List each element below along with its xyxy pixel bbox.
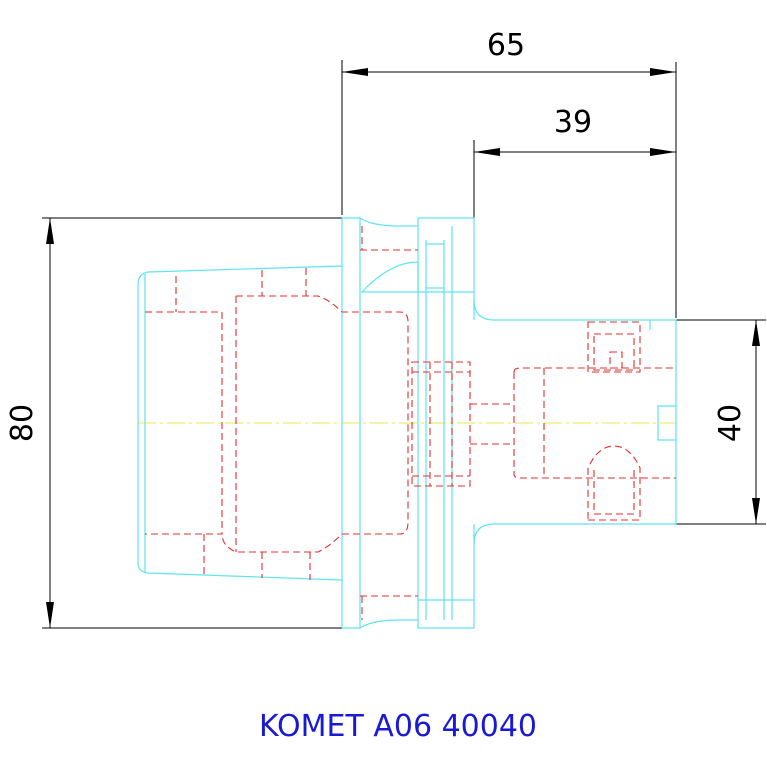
drawing-title: KOMET A06 40040 — [259, 709, 537, 744]
dimension-40-label: 40 — [713, 404, 748, 442]
dimension-80: 80 — [5, 217, 342, 629]
dimension-65: 65 — [341, 28, 677, 318]
dimension-65-label: 65 — [487, 28, 525, 63]
part-outline — [137, 217, 677, 629]
dimension-80-label: 80 — [5, 404, 40, 442]
dimension-39-label: 39 — [554, 105, 592, 140]
hidden-features — [145, 226, 676, 620]
dimension-39: 39 — [473, 105, 676, 222]
dimension-40: 40 — [676, 319, 766, 525]
